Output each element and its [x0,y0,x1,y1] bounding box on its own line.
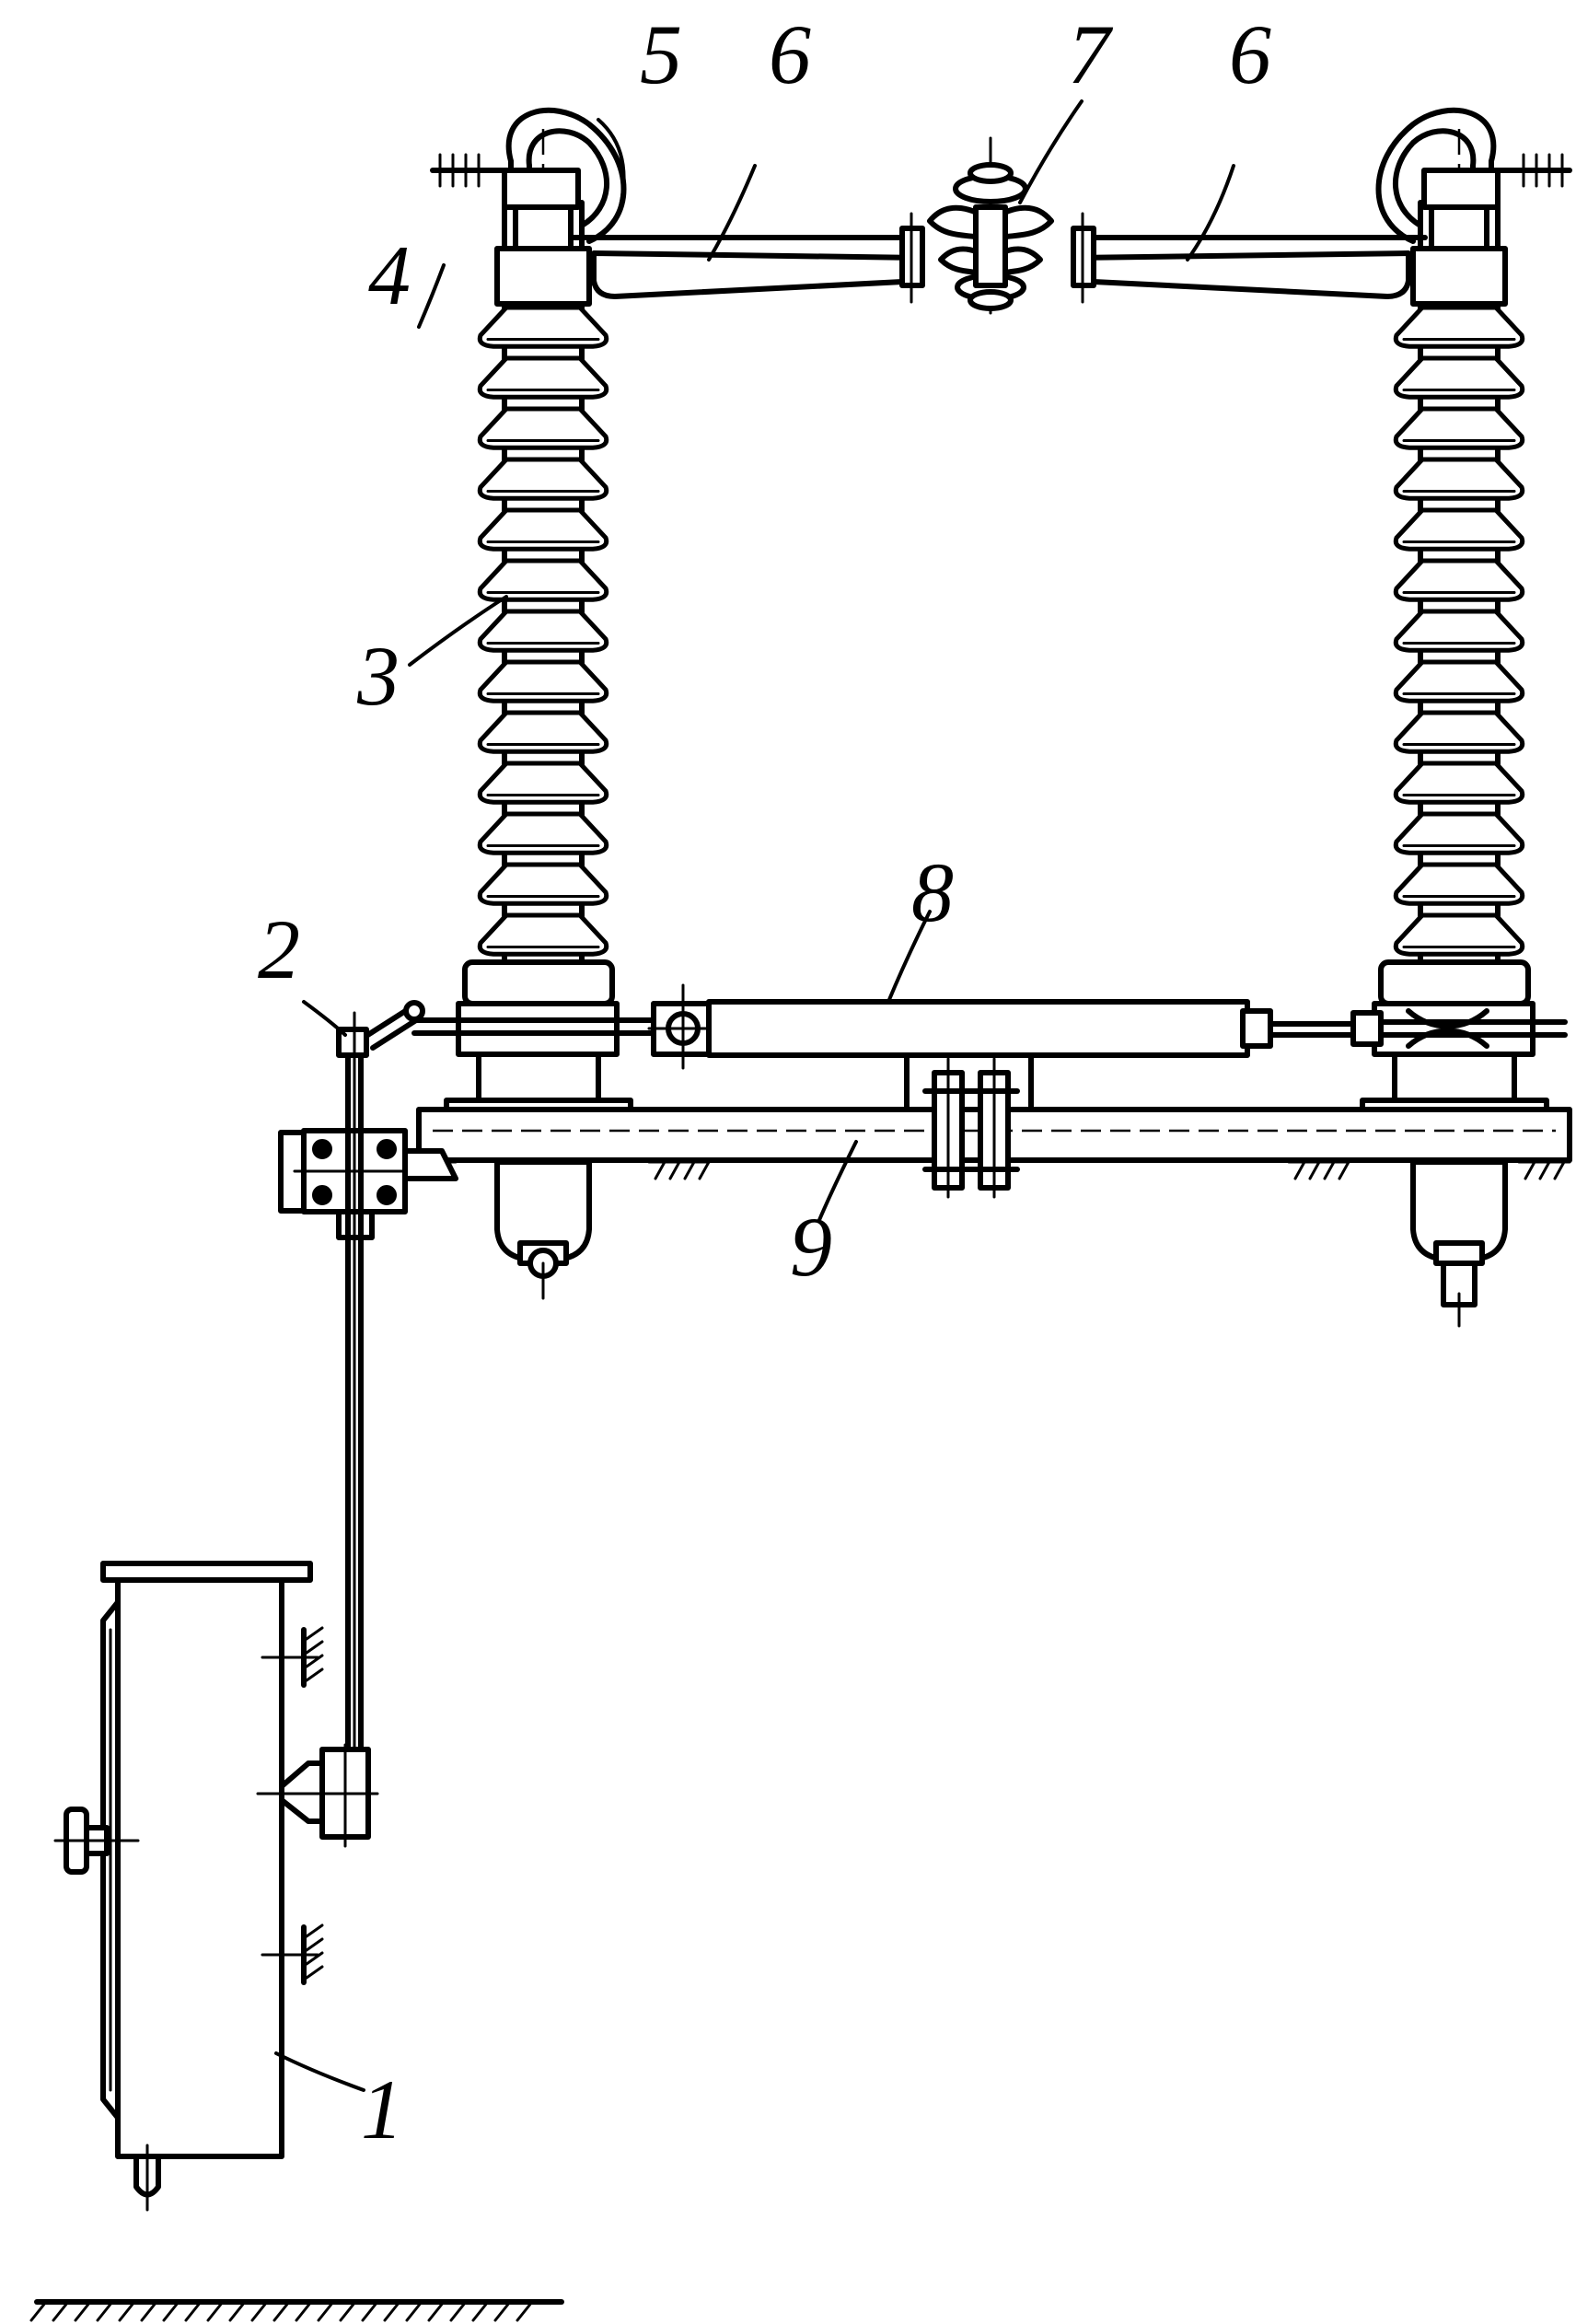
callout-6-right: 6 [1229,7,1271,101]
left-base-flange [456,1001,620,1057]
insulator-shed [477,305,609,349]
insulator-shed [1393,912,1525,957]
left-insulator-sheds [477,305,609,957]
insulator-shed [477,558,609,602]
insulator-shed [1393,457,1525,501]
insulator-shed [477,355,609,400]
right-insulator-sheds [1393,305,1525,957]
insulator-shed [1393,811,1525,855]
insulator-shed [477,609,609,653]
callout-2: 2 [258,902,300,996]
ground-line [29,2299,564,2322]
operating-mechanism-box [53,1561,379,2212]
left-bottom-shaft [494,1159,592,1300]
insulator-shed [1393,558,1525,602]
insulator-shed [1393,305,1525,349]
insulator-shed [477,406,609,450]
vertical-operating-rod [345,1011,364,1788]
callout-6-left: 6 [769,7,811,101]
callout-8: 8 [911,845,954,939]
insulator-shed [1393,862,1525,906]
insulator-shed [1393,406,1525,450]
right-terminal [1375,107,1572,244]
insulator-shed [477,710,609,754]
callout-5: 5 [640,7,682,101]
left-terminal [430,107,627,244]
insulator-shed [477,912,609,957]
insulator-shed [1393,710,1525,754]
right-top-cap [1410,246,1508,307]
left-contact-arm [568,212,925,304]
insulator-shed [477,862,609,906]
insulator-shed [1393,659,1525,703]
callout-leaders [274,99,1235,2092]
crank-lever [336,1000,425,1058]
insulator-shed [477,457,609,501]
callout-4: 4 [368,228,411,322]
connecting-rod [411,983,1568,1070]
insulator-shed [1393,609,1525,653]
left-top-cap [494,246,592,307]
insulator-shed [1393,355,1525,400]
insulator-shed [477,659,609,703]
right-insulator-column [1360,129,1549,1321]
right-contact-arm [1071,212,1428,304]
base-frame [412,1052,1572,1199]
callout-labels: 1 2 3 4 5 6 6 7 8 9 [258,7,1271,2156]
callout-1: 1 [361,2063,403,2156]
insulator-shed [477,507,609,552]
insulator-shed [477,811,609,855]
callout-3: 3 [356,629,400,723]
insulator-shed [1393,507,1525,552]
right-bottom-shaft [1410,1159,1508,1328]
insulator-shed [1393,761,1525,805]
callout-7: 7 [1068,7,1114,101]
insulator-shed [477,761,609,805]
callout-9: 9 [790,1200,832,1294]
main-contact [927,136,1054,315]
